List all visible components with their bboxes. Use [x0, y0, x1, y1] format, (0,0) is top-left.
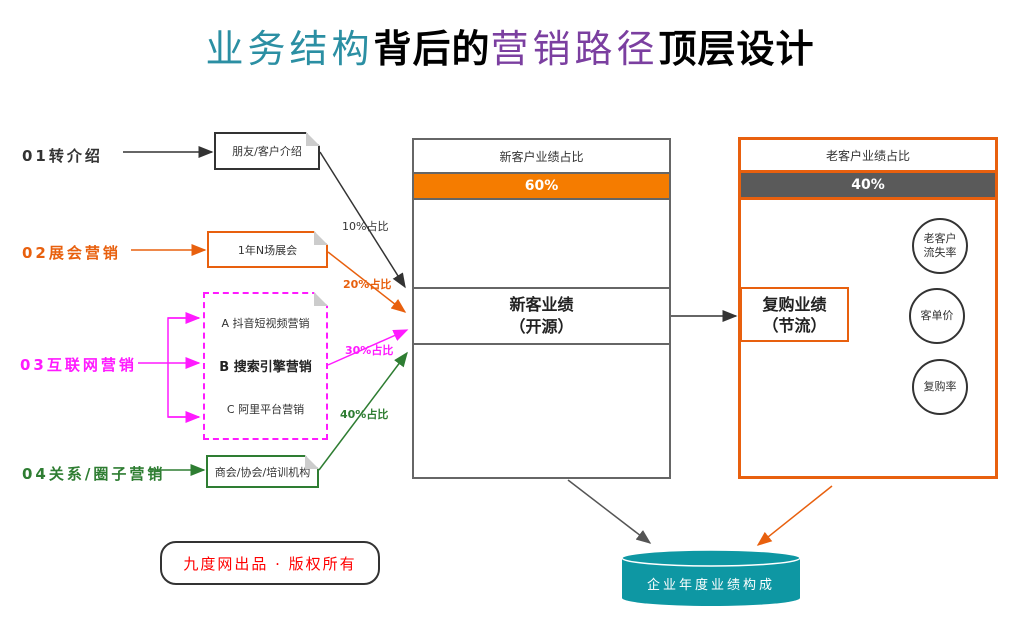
- new-business-subtitle: （开源）: [509, 317, 574, 336]
- doc-referral: 朋友/客户介绍: [214, 132, 320, 170]
- doc-exhibition: 1年N场展会: [207, 231, 328, 268]
- old-customer-header: 老客户业绩占比: [825, 148, 910, 163]
- total-cylinder-icon: [621, 549, 801, 606]
- doc-item-search: B 搜索引擎营销: [219, 360, 312, 376]
- doc-item-alibaba: C 阿里平台营销: [226, 403, 305, 417]
- factor-repurchase-rate: 复购率: [912, 359, 968, 415]
- page-title: 业务结构背后的营销路径顶层设计: [0, 18, 1020, 73]
- repurchase-subtitle: （节流）: [762, 315, 827, 335]
- factor-text: 客单价: [920, 309, 954, 322]
- doc-internet: A 抖音短视频营销 B 搜索引擎营销 C 阿里平台营销: [203, 292, 328, 440]
- share-circle: 40%占比: [340, 408, 389, 421]
- doc-text: 商会/协会/培训机构: [214, 465, 311, 479]
- repurchase-title: 复购业绩: [762, 294, 827, 314]
- copyright-text: 九度网出品 · 版权所有: [183, 554, 357, 573]
- factor-churn-rate: 老客户流失率: [912, 218, 968, 274]
- repurchase-box: 复购业绩 （节流）: [740, 287, 849, 342]
- title-part-3: 营销路径: [490, 27, 659, 71]
- source-label-circle: 04关系/圈子营销: [22, 465, 166, 483]
- share-referral: 10%占比: [342, 220, 389, 233]
- factor-text: 老客户: [923, 232, 957, 245]
- new-customer-panel: 新客户业绩占比 60% 新客业绩 （开源）: [412, 138, 671, 479]
- title-part-4: 顶层设计: [658, 27, 815, 71]
- doc-text: 朋友/客户介绍: [232, 145, 302, 158]
- factor-text: 流失率: [923, 246, 957, 259]
- share-internet: 30%占比: [345, 344, 394, 357]
- old-customer-percent: 40%: [741, 170, 995, 200]
- new-business-title: 新客业绩: [509, 295, 574, 314]
- new-customer-header: 新客户业绩占比: [499, 149, 584, 164]
- title-part-1: 业务结构: [205, 27, 374, 71]
- doc-circle: 商会/协会/培训机构: [206, 455, 319, 488]
- new-customer-percent: 60%: [414, 172, 669, 200]
- source-label-exhibition: 02展会营销: [22, 244, 121, 262]
- new-business-box: 新客业绩 （开源）: [414, 287, 669, 345]
- total-label: 企业年度业绩构成: [646, 578, 775, 593]
- source-label-referral: 01转介绍: [22, 147, 103, 165]
- factor-text: 复购率: [923, 380, 957, 393]
- source-label-internet: 03互联网营销: [20, 356, 137, 374]
- share-exhibition: 20%占比: [343, 278, 392, 291]
- doc-item-douyin: A 抖音短视频营销: [221, 316, 310, 330]
- factor-unit-price: 客单价: [909, 288, 965, 344]
- title-part-2: 背后的: [373, 27, 491, 71]
- copyright-badge: 九度网出品 · 版权所有: [160, 541, 380, 585]
- doc-text: 1年N场展会: [237, 243, 298, 257]
